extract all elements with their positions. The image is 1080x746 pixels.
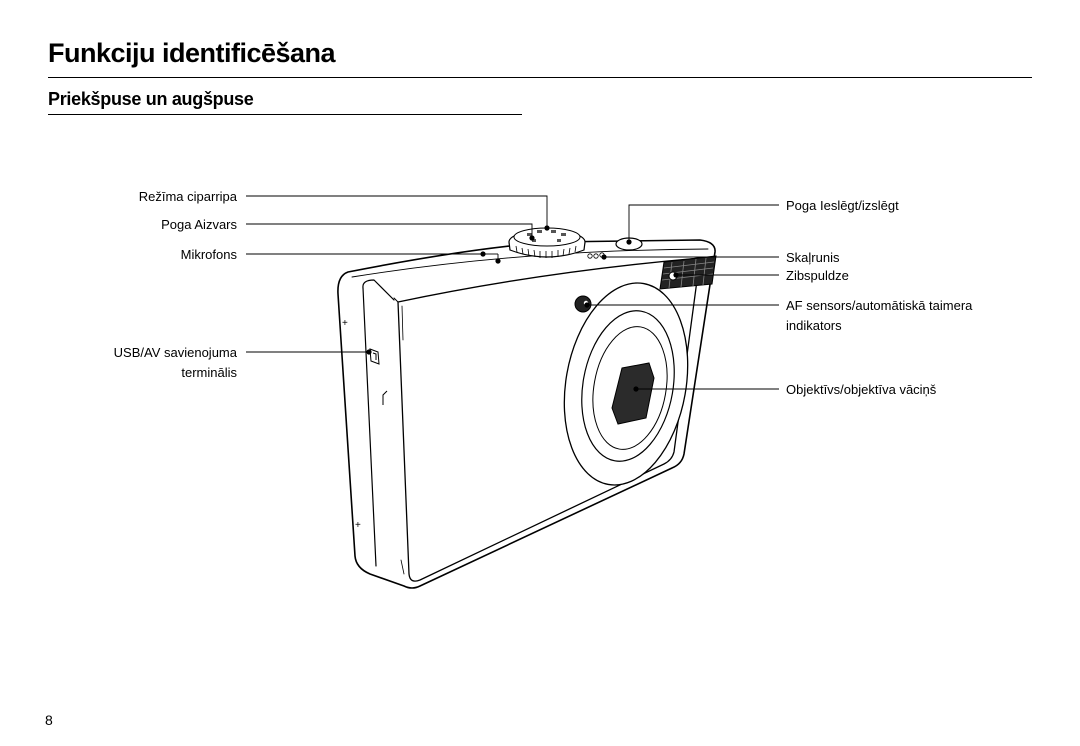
label-af-sensor-line2: indikators [786,318,842,333]
callout-dots [366,225,679,392]
af-sensor-icon [574,295,592,313]
label-flash: Zibspuldze [786,268,849,283]
mode-dial-icon [508,227,586,258]
label-usb-av-line2: terminālis [181,365,237,380]
title-divider [48,77,1032,78]
label-af-sensor-line1: AF sensors/automātiskā taimera [786,298,973,313]
camera-body [337,239,716,589]
svg-text:+: + [342,318,348,329]
usb-av-port-icon [369,348,380,365]
speaker-icon [587,252,605,259]
lens-icon [563,282,689,486]
subtitle-divider [48,114,522,115]
page-number: 8 [45,712,53,728]
svg-text:+: + [355,520,361,531]
label-lens: Objektīvs/objektīva vāciņš [786,382,937,397]
label-power-button: Poga Ieslēgt/izslēgt [786,198,899,213]
label-speaker: Skaļrunis [786,250,840,265]
label-microphone: Mikrofons [180,247,237,262]
page-title: Funkciju identificēšana [48,38,336,68]
label-usb-av-line1: USB/AV savienojuma [113,345,237,360]
leader-lines [246,195,779,390]
section-subtitle: Priekšpuse un augšpuse [48,89,254,109]
label-shutter-button: Poga Aizvars [161,217,237,232]
label-mode-dial: Režīma ciparripa [138,189,237,204]
